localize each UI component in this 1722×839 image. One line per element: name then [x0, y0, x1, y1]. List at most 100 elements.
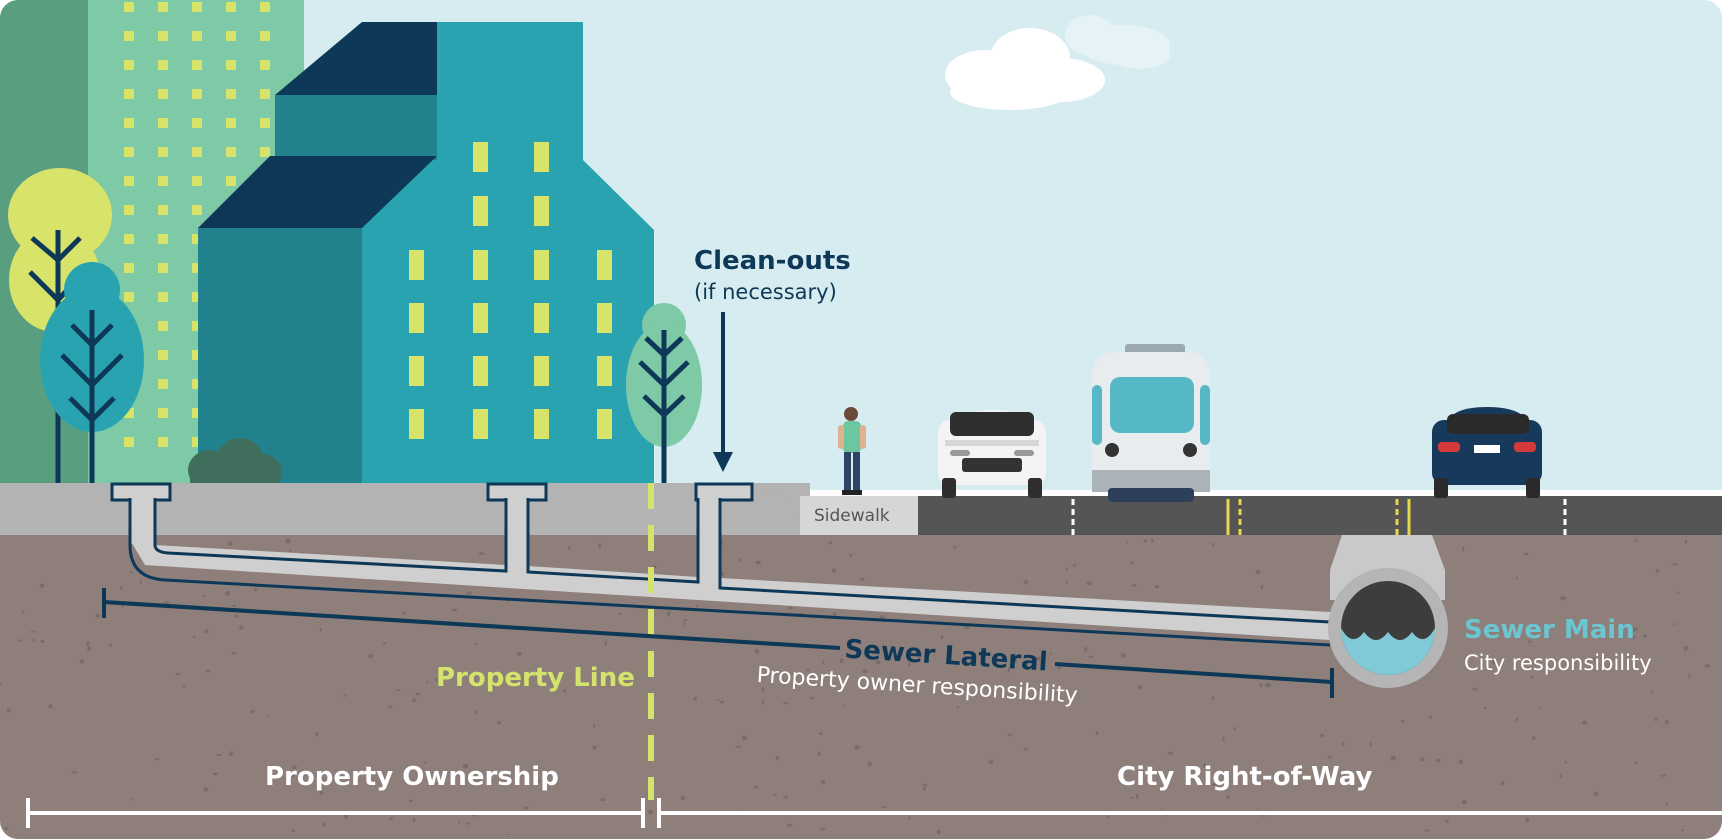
soil-speckle [1538, 706, 1541, 709]
soil-speckle [412, 698, 417, 703]
window [158, 118, 168, 128]
window [124, 263, 134, 273]
soil-speckle [762, 687, 765, 692]
soil-speckle [908, 816, 911, 820]
sidewalk-label: Sidewalk [814, 506, 890, 526]
soil-speckle [600, 798, 606, 802]
soil-speckle [266, 715, 269, 718]
window [158, 31, 168, 41]
window [192, 234, 202, 244]
soil-speckle [820, 779, 826, 785]
soil-speckle [1677, 591, 1680, 594]
soil-speckle [1259, 683, 1263, 688]
soil-speckle [806, 668, 810, 672]
soil-speckle [1007, 667, 1010, 673]
soil-speckle [755, 560, 761, 565]
soil-speckle [1525, 817, 1529, 823]
soil-speckle [817, 751, 821, 757]
soil-speckle [212, 772, 219, 776]
soil-speckle [1655, 568, 1660, 574]
soil-speckle [1635, 761, 1638, 765]
soil-speckle [1155, 584, 1160, 589]
window [124, 31, 134, 41]
window [473, 303, 488, 333]
soil-speckle [1327, 756, 1332, 759]
window [409, 409, 424, 439]
window [158, 408, 168, 418]
bush [188, 438, 282, 490]
window [158, 437, 168, 447]
soil-speckle [1072, 564, 1077, 567]
soil-speckle [1211, 542, 1215, 546]
soil-speckle [131, 798, 135, 802]
soil-speckle [291, 765, 297, 770]
soil-speckle [1445, 819, 1449, 824]
soil-speckle [953, 545, 957, 549]
soil-speckle [1560, 596, 1566, 601]
soil-speckle [204, 629, 209, 634]
soil-speckle [683, 618, 688, 621]
building [198, 22, 654, 485]
sewer-main [1328, 535, 1448, 688]
soil-speckle [228, 751, 233, 756]
window [226, 89, 236, 99]
soil-speckle [1642, 634, 1647, 638]
soil-speckle [467, 775, 473, 780]
soil-speckle [822, 660, 825, 665]
soil-speckle [648, 809, 653, 815]
soil-speckle [592, 745, 597, 750]
soil-speckle [322, 821, 326, 827]
soil-speckle [1634, 539, 1638, 542]
window [158, 176, 168, 186]
soil-speckle [224, 591, 231, 596]
soil-speckle [1435, 758, 1441, 763]
soil-speckle [291, 829, 296, 833]
window [192, 89, 202, 99]
pedestrian [838, 407, 866, 495]
window [124, 234, 134, 244]
soil-speckle [1095, 731, 1099, 736]
window [158, 292, 168, 302]
soil-speckle [754, 648, 760, 654]
window [124, 118, 134, 128]
soil-speckle [462, 763, 469, 769]
window [409, 303, 424, 333]
window [192, 350, 202, 360]
soil-speckle [1500, 780, 1505, 786]
soil-speckle [859, 578, 865, 581]
soil-speckle [506, 833, 509, 836]
teal-tree [40, 262, 144, 485]
soil-speckle [1065, 567, 1069, 571]
soil-speckle [1462, 546, 1465, 552]
soil-speckle [1429, 715, 1432, 720]
soil-speckle [368, 654, 373, 659]
window [192, 60, 202, 70]
window [226, 176, 236, 186]
soil-speckle [782, 702, 789, 705]
soil-speckle [1088, 655, 1094, 659]
window [260, 147, 270, 157]
soil-speckle [536, 779, 540, 783]
window [192, 2, 202, 12]
window [260, 89, 270, 99]
soil-speckle [1589, 657, 1595, 661]
window [597, 303, 612, 333]
road [918, 496, 1722, 535]
window [534, 250, 549, 280]
soil-speckle [1023, 580, 1029, 585]
window [124, 176, 134, 186]
window [124, 408, 134, 418]
soil-speckle [319, 627, 322, 632]
soil-speckle [1671, 563, 1678, 566]
soil-speckle [17, 639, 23, 642]
window [192, 118, 202, 128]
window [192, 379, 202, 389]
window [473, 356, 488, 386]
soil-speckle [452, 608, 458, 611]
soil-speckle [818, 732, 823, 735]
soil-speckle [854, 744, 860, 750]
soil-speckle [0, 682, 3, 685]
window [226, 60, 236, 70]
window [409, 250, 424, 280]
window [192, 437, 202, 447]
